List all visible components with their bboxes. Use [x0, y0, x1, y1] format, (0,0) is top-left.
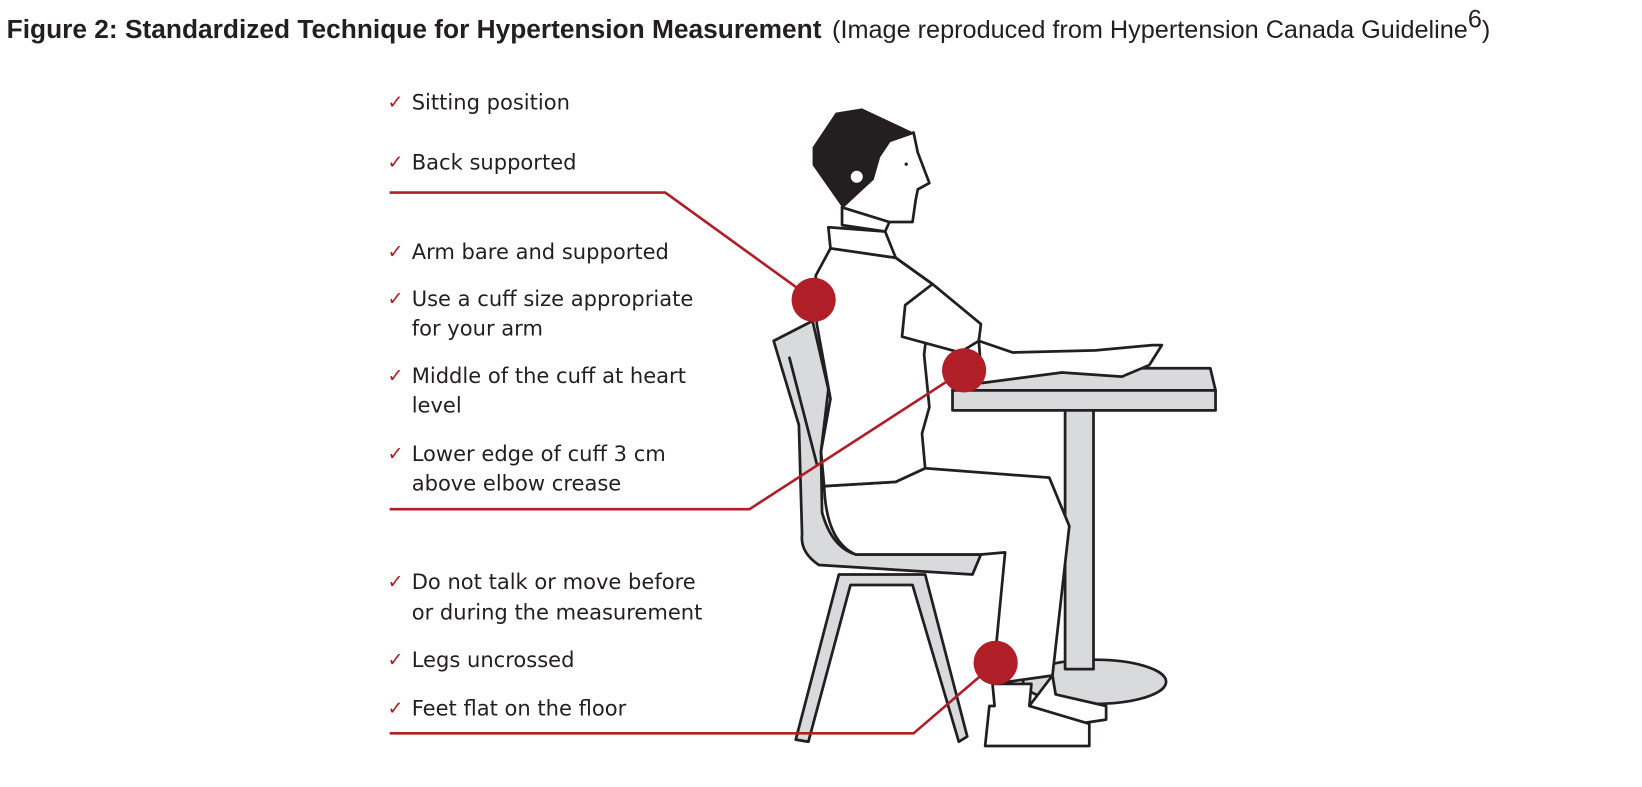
- figure-title-note: (Image reproduced from Hypertension Cana…: [832, 16, 1468, 44]
- checklist-item-feet: Feet flat on the floor: [412, 695, 627, 720]
- checklist-item-back: Back supported: [412, 149, 577, 174]
- figure-title-superscript: 6: [1468, 5, 1482, 33]
- callout-back: [389, 191, 836, 322]
- check-icon: ✓: [388, 91, 404, 113]
- checklist-item-cuff-size: Use a cuff size appropriate: [412, 286, 694, 311]
- callout-dot-arm: [941, 348, 987, 393]
- check-icon: ✓: [388, 571, 404, 593]
- checklist-item-lower-edge-line2: above elbow crease: [412, 470, 622, 495]
- checklist-item-no-talk-line2: or during the measurement: [412, 600, 703, 625]
- checklist-item-sitting: Sitting position: [412, 89, 570, 114]
- callout-dot-legs: [973, 640, 1018, 685]
- checklist-item-cuff-size-line2: for your arm: [412, 316, 543, 341]
- figure-title-close: ): [1482, 16, 1490, 44]
- checklist-item-lower-edge: Lower edge of cuff 3 cm: [412, 441, 666, 466]
- checklist-item-no-talk: Do not talk or move before: [412, 569, 696, 594]
- check-icon: ✓: [388, 241, 404, 263]
- callout-arm: [389, 348, 987, 511]
- checklist-item-heart-level: Middle of the cuff at heart: [412, 363, 686, 388]
- callout-dot-back: [791, 277, 836, 322]
- check-icon: ✓: [388, 697, 404, 719]
- check-icon: ✓: [388, 649, 404, 671]
- callout-legs: [389, 640, 1018, 735]
- checklist-group-posture: ✓ Sitting position ✓ Back supported: [388, 89, 577, 174]
- check-icon: ✓: [388, 151, 404, 173]
- hair: [812, 108, 914, 208]
- check-icon: ✓: [388, 365, 404, 387]
- figure-title: Figure 2: Standardized Technique for Hyp…: [7, 5, 1491, 44]
- checklist-item-heart-level-line2: level: [412, 392, 462, 417]
- check-icon: ✓: [388, 288, 404, 310]
- check-icon: ✓: [388, 443, 404, 465]
- checklist-item-legs: Legs uncrossed: [412, 647, 575, 672]
- figure-title-bold: Figure 2: Standardized Technique for Hyp…: [7, 14, 822, 44]
- checklist-group-arm: ✓ Arm bare and supported ✓ Use a cuff si…: [388, 239, 694, 495]
- person-illustration: [812, 108, 1164, 748]
- checklist-group-legs: ✓ Do not talk or move before or during t…: [388, 569, 703, 720]
- checklist-item-arm-bare: Arm bare and supported: [412, 239, 669, 264]
